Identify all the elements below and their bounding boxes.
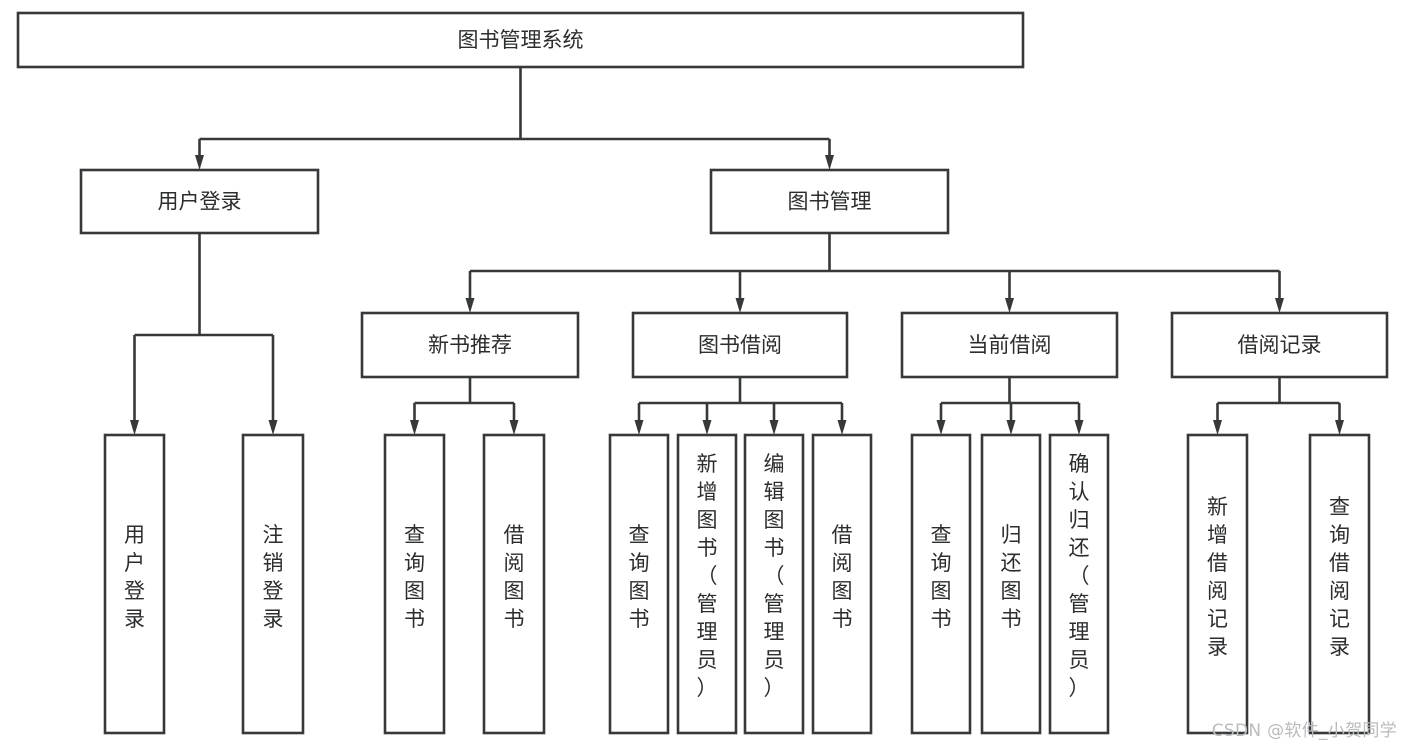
node-box	[1048, 433, 1110, 735]
arrow-head	[410, 420, 419, 435]
node-leaf-query-book-1[interactable]: 查询图书	[383, 433, 446, 735]
arrow-head	[1275, 298, 1284, 313]
node-box	[743, 433, 805, 735]
arrow-head	[702, 420, 712, 435]
connector-book-manage	[465, 233, 1284, 313]
node-leaf-add-book[interactable]: 新增图书（管理员）	[676, 433, 738, 735]
arrow-head	[268, 420, 278, 435]
arrow-head	[130, 420, 139, 435]
node-box	[79, 168, 320, 235]
node-box	[383, 433, 446, 735]
node-label: 图书管理系统	[458, 28, 584, 52]
node-box	[1170, 311, 1389, 379]
arrow-head	[837, 420, 847, 435]
node-label: 新增图书（管理员）	[697, 452, 718, 700]
node-box	[676, 433, 738, 735]
connector-layer	[130, 67, 1344, 435]
node-new-book-rec[interactable]: 新书推荐	[360, 311, 580, 379]
node-leaf-confirm-return[interactable]: 确认归还（管理员）	[1048, 433, 1110, 735]
connector-root	[195, 67, 834, 170]
watermark-text: CSDN @软件_小贺同学	[1211, 721, 1397, 741]
node-label: 确认归还（管理员）	[1069, 452, 1090, 700]
node-box	[16, 11, 1025, 69]
node-box	[1186, 433, 1249, 735]
node-book-borrow[interactable]: 图书借阅	[631, 311, 849, 379]
node-box	[900, 311, 1119, 379]
node-label: 注销登录	[263, 523, 284, 631]
node-label: 用户登录	[158, 190, 242, 214]
node-leaf-query-book-3[interactable]: 查询图书	[910, 433, 972, 735]
arrow-head	[936, 420, 946, 435]
node-leaf-query-record[interactable]: 查询借阅记录	[1308, 433, 1371, 735]
node-box	[241, 433, 305, 735]
node-box	[631, 311, 849, 379]
node-label: 新书推荐	[428, 333, 512, 357]
node-label: 图书借阅	[698, 333, 782, 357]
node-label: 借阅记录	[1238, 333, 1322, 357]
node-label: 归还图书	[1001, 523, 1022, 631]
node-label: 用户登录	[124, 523, 145, 631]
node-box	[910, 433, 972, 735]
node-label: 编辑图书（管理员）	[764, 452, 785, 700]
node-label: 借阅图书	[504, 523, 525, 631]
node-current-borrow[interactable]: 当前借阅	[900, 311, 1119, 379]
connector-book-borrow	[634, 377, 847, 435]
arrow-head	[769, 420, 779, 435]
node-label: 查询图书	[931, 523, 952, 631]
node-leaf-user-logout[interactable]: 注销登录	[241, 433, 305, 735]
connector-user-login	[130, 233, 278, 435]
arrow-head	[195, 155, 204, 170]
node-box	[1308, 433, 1371, 735]
node-leaf-borrow-book-1[interactable]: 借阅图书	[482, 433, 546, 735]
node-label: 查询图书	[404, 523, 425, 631]
arrow-head	[1074, 420, 1084, 435]
arrow-head	[509, 420, 519, 435]
node-label: 查询借阅记录	[1329, 495, 1350, 659]
arrow-head	[634, 420, 644, 435]
node-leaf-add-record[interactable]: 新增借阅记录	[1186, 433, 1249, 735]
node-box	[360, 311, 580, 379]
node-borrow-record[interactable]: 借阅记录	[1170, 311, 1389, 379]
connector-borrow-record	[1213, 377, 1344, 435]
arrow-head	[1335, 420, 1344, 435]
arrow-head	[465, 298, 475, 313]
node-label: 新增借阅记录	[1207, 495, 1228, 659]
connector-current-borrow	[936, 377, 1084, 435]
arrow-head	[1213, 420, 1222, 435]
node-label: 图书管理	[788, 190, 872, 214]
node-box	[482, 433, 546, 735]
node-leaf-borrow-book-2[interactable]: 借阅图书	[811, 433, 873, 735]
node-layer: 图书管理系统用户登录图书管理新书推荐图书借阅当前借阅借阅记录用户登录注销登录查询…	[16, 11, 1389, 735]
node-box	[709, 168, 950, 235]
node-leaf-return-book[interactable]: 归还图书	[980, 433, 1042, 735]
node-leaf-edit-book[interactable]: 编辑图书（管理员）	[743, 433, 805, 735]
connector-new-book-rec	[410, 377, 519, 435]
node-label: 借阅图书	[832, 523, 853, 631]
node-leaf-query-book-2[interactable]: 查询图书	[608, 433, 670, 735]
node-box	[811, 433, 873, 735]
node-label: 查询图书	[629, 523, 650, 631]
node-box	[103, 433, 166, 735]
node-label: 当前借阅	[968, 333, 1052, 357]
arrow-head	[1005, 298, 1014, 313]
node-box	[980, 433, 1042, 735]
node-book-manage[interactable]: 图书管理	[709, 168, 950, 235]
arrow-head	[1006, 420, 1016, 435]
arrow-head	[825, 155, 834, 170]
node-root[interactable]: 图书管理系统	[16, 11, 1025, 69]
arrow-head	[735, 298, 745, 313]
node-box	[608, 433, 670, 735]
node-user-login[interactable]: 用户登录	[79, 168, 320, 235]
node-leaf-user-login[interactable]: 用户登录	[103, 433, 166, 735]
